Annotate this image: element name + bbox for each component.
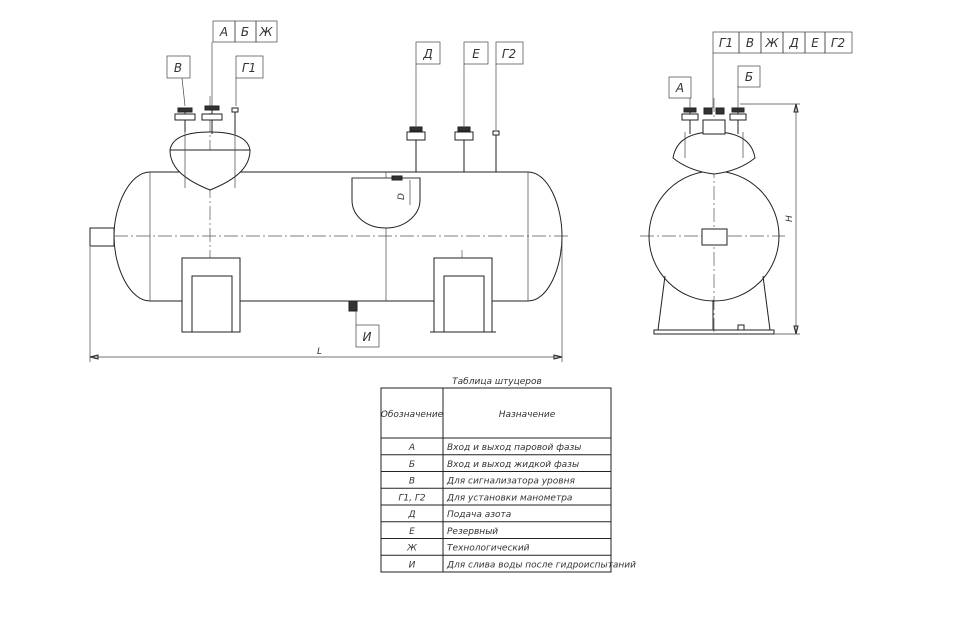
diameter-dimension-label: D bbox=[397, 193, 407, 200]
table-row-purpose: Для установки манометра bbox=[446, 493, 572, 503]
table-row-purpose: Резервный bbox=[447, 527, 498, 537]
table-row-code: Б bbox=[409, 460, 415, 470]
tag-d: Д bbox=[422, 47, 432, 61]
table-row-purpose: Для сигнализатора уровня bbox=[446, 477, 575, 487]
table-row-code: Е bbox=[409, 527, 415, 537]
table-row-code: Д bbox=[407, 510, 415, 520]
table-row-code: А bbox=[408, 443, 415, 453]
side-view: H А Б Г1 В Ж Д Е Г2 bbox=[640, 31, 853, 335]
table-row-purpose: Вход и выход жидкой фазы bbox=[447, 460, 579, 470]
side-tag-b: Б bbox=[745, 70, 753, 84]
table-row-code: Г1, Г2 bbox=[398, 493, 425, 503]
table-caption: Таблица штуцеров bbox=[452, 377, 542, 387]
side-tag-g2: Г2 bbox=[831, 36, 845, 50]
side-tag-g1: Г1 bbox=[719, 36, 733, 50]
tag-v: В bbox=[174, 61, 182, 75]
table-row-code: Ж bbox=[406, 544, 417, 554]
tag-i: И bbox=[363, 330, 372, 344]
table-row-purpose: Для слива воды после гидроиспытаний bbox=[446, 560, 636, 570]
tag-e: Е bbox=[472, 47, 480, 61]
side-tag-d: Д bbox=[788, 36, 798, 50]
table-row-purpose: Подача азота bbox=[447, 510, 511, 520]
table-row-code: В bbox=[409, 477, 415, 487]
height-dimension-label: H bbox=[785, 215, 795, 222]
nozzle-table: Таблица штуцеров Обозначение Назначение … bbox=[380, 377, 636, 573]
front-view: D L А Б bbox=[89, 20, 570, 362]
table-row-purpose: Вход и выход паровой фазы bbox=[447, 443, 581, 453]
tag-g1: Г1 bbox=[242, 61, 256, 75]
side-tag-a: А bbox=[675, 81, 684, 95]
tag-a: А bbox=[219, 25, 228, 39]
side-tag-v: В bbox=[746, 36, 754, 50]
tag-b: Б bbox=[241, 25, 249, 39]
tag-g2: Г2 bbox=[502, 47, 516, 61]
length-dimension-label: L bbox=[317, 347, 322, 357]
side-tag-e: Е bbox=[811, 36, 819, 50]
tag-zh: Ж bbox=[259, 25, 274, 39]
table-header-code: Обозначение bbox=[381, 410, 444, 420]
table-row-code: И bbox=[409, 560, 416, 570]
table-row-purpose: Технологический bbox=[447, 544, 530, 554]
side-tag-zh: Ж bbox=[765, 36, 780, 50]
table-header-purpose: Назначение bbox=[499, 410, 556, 420]
